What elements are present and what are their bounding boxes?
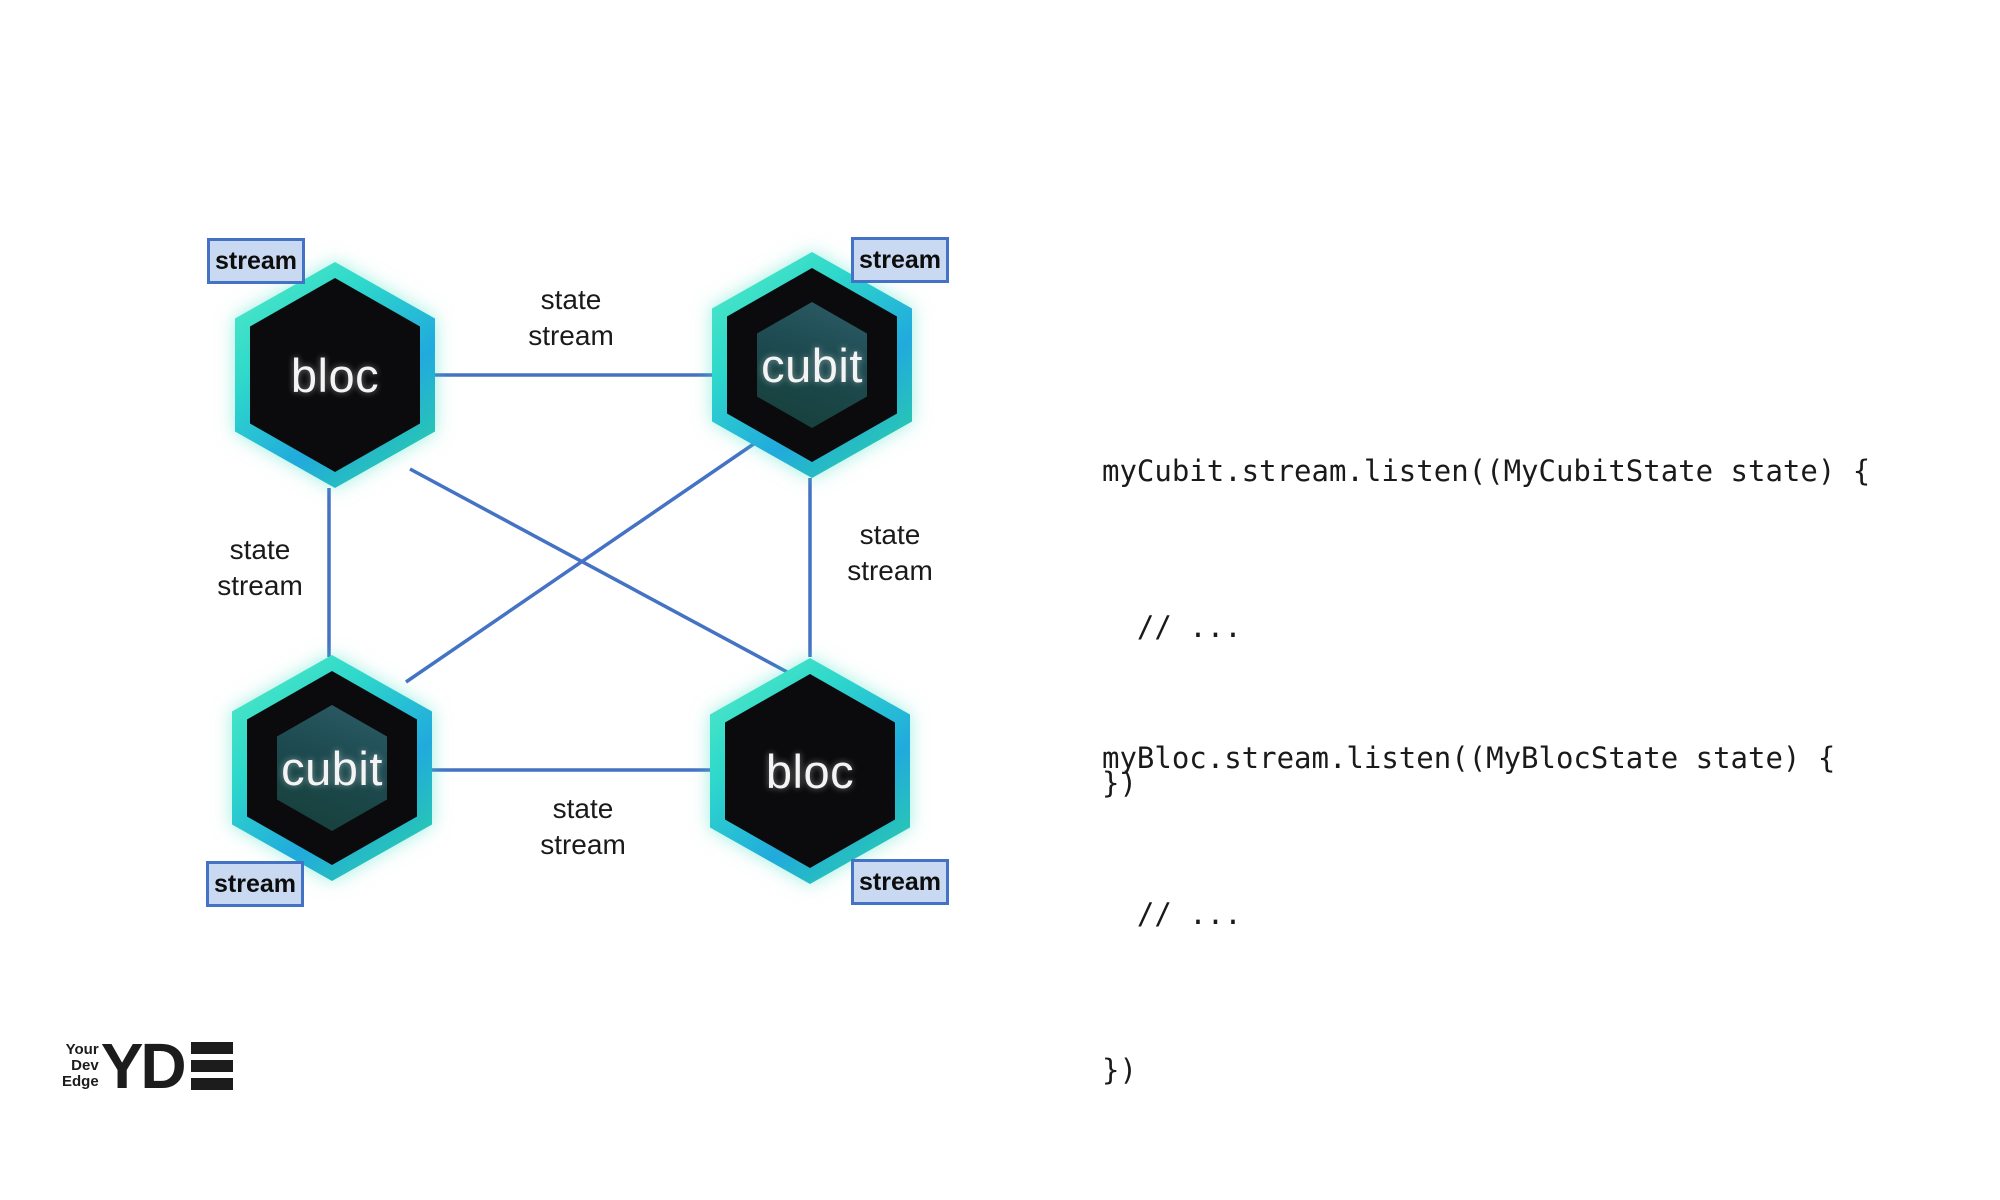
logo-letter-y: Y xyxy=(100,1030,144,1102)
edge-label-top: state stream xyxy=(491,282,651,354)
stream-badge-top-right: stream xyxy=(851,237,949,283)
edge-label-line: state xyxy=(552,793,614,824)
yde-logo: Your Dev Edge Y D xyxy=(62,1030,233,1102)
logo-tagline-line: Dev xyxy=(71,1057,99,1074)
edge-label-line: stream xyxy=(540,829,626,860)
code-line: myBloc.stream.listen((MyBlocState state)… xyxy=(1102,741,1836,775)
logo-monogram: Y D xyxy=(100,1030,233,1102)
code-line: }) xyxy=(1102,1053,1137,1087)
edge-label-right: state stream xyxy=(810,517,970,589)
code-snippet-cubit: myCubit.stream.listen((MyCubitState stat… xyxy=(1102,341,1870,913)
code-line: }) xyxy=(1102,766,1137,800)
edge-label-line: stream xyxy=(528,320,614,351)
code-line: // ... xyxy=(1102,610,1242,644)
logo-letter-e xyxy=(190,1042,233,1090)
edge-label-line: stream xyxy=(847,555,933,586)
node-bloc-top-left: bloc xyxy=(235,262,435,488)
node-bloc-bottom-right: bloc xyxy=(710,658,910,884)
logo-e-bar xyxy=(190,1078,233,1090)
node-cubit-top-right: cubit xyxy=(712,252,912,478)
code-line: // ... xyxy=(1102,897,1242,931)
edge-label-line: state xyxy=(229,534,291,565)
hexagon-body xyxy=(250,278,420,472)
edge-diagonal-bloc-to-bloc xyxy=(409,467,790,675)
edge-diagonal-cubit-to-cubit xyxy=(405,439,759,684)
code-snippet-bloc: myBloc.stream.listen((MyBlocState state)… xyxy=(1102,628,1835,1200)
stream-badge-bottom-left: stream xyxy=(206,861,304,907)
logo-tagline: Your Dev Edge xyxy=(62,1042,99,1090)
edge-label-line: stream xyxy=(217,570,303,601)
edge-label-left: state stream xyxy=(180,532,340,604)
node-label: bloc xyxy=(290,348,380,402)
hexagon-inner-core xyxy=(277,705,387,831)
slide-canvas: bloc cubit cubit bloc stream stream stre… xyxy=(62,237,1870,1102)
edge-lines xyxy=(327,373,812,772)
node-label: cubit xyxy=(761,338,863,392)
node-cubit-bottom-left: cubit xyxy=(232,655,432,881)
logo-tagline-line: Edge xyxy=(62,1073,99,1090)
edge-label-bottom: state stream xyxy=(503,791,663,863)
logo-e-bar xyxy=(190,1060,233,1072)
logo-e-bar xyxy=(190,1042,233,1054)
logo-tagline-line: Your xyxy=(65,1041,99,1058)
stream-badge-bottom-right: stream xyxy=(851,859,949,905)
edge-label-line: state xyxy=(540,284,602,315)
logo-letter-d: D xyxy=(140,1030,186,1102)
node-label: cubit xyxy=(281,741,383,795)
edge-label-line: state xyxy=(859,519,921,550)
node-label: bloc xyxy=(765,744,855,798)
code-line: myCubit.stream.listen((MyCubitState stat… xyxy=(1102,454,1871,488)
stream-badge-top-left: stream xyxy=(207,238,305,284)
